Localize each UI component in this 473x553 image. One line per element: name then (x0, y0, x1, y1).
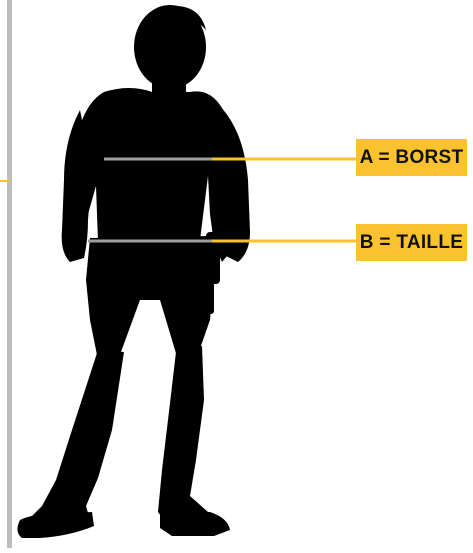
label-b-waist: B = TAILLE (356, 224, 467, 261)
child-silhouette (17, 5, 250, 538)
height-scale-bar (7, 0, 12, 548)
label-a-chest: A = BORST (356, 139, 467, 176)
height-scale-tick (0, 180, 10, 182)
